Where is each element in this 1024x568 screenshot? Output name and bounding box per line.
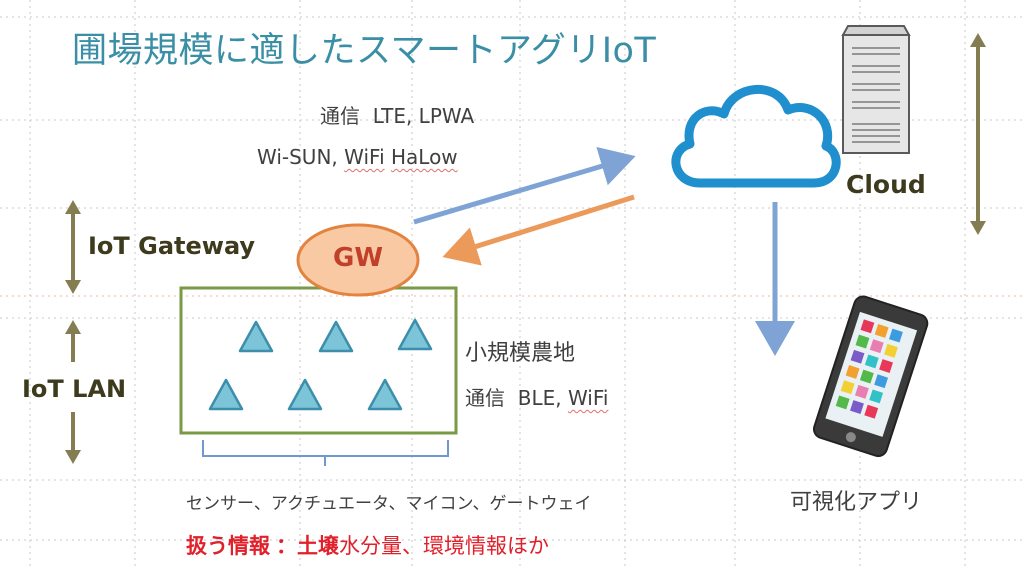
sensor-triangle-icon (208, 378, 244, 411)
app-label: 可視化アプリ (790, 490, 923, 515)
lan-comm-label: 通信 BLE, WiFi (465, 382, 608, 411)
devices-text: センサー、アクチュエータ、マイコン、ゲートウェイ (186, 494, 592, 514)
gateway-label: IoT Gateway (88, 232, 256, 260)
sensor-triangle-icon (367, 378, 403, 411)
sensor-triangle-icon (238, 320, 274, 353)
info-line: 扱う情報：土壌水分量、環境情報ほか (186, 530, 549, 560)
lan-comm-prefix: 通信 (465, 386, 505, 410)
smartphone-icon (812, 295, 929, 458)
info-rest: 水分量、環境情報ほか (339, 534, 549, 558)
wan-comm-label: 通信 LTE, LPWA (320, 100, 474, 129)
wan-comm-prefix: 通信 (320, 104, 360, 128)
sensor-triangle-icon (287, 378, 323, 411)
gateway-range-arrow (65, 200, 81, 294)
wan-comm-label-2: Wi-SUN, WiFi HaLow (257, 145, 458, 169)
field-label: 小規模農地 (465, 341, 576, 366)
device-brace (202, 440, 449, 466)
sensor-triangle-icon (318, 320, 354, 353)
gateway-text: GW (333, 243, 384, 273)
cloud-label: Cloud (846, 170, 926, 199)
sensor-triangle-icon (397, 318, 433, 351)
wan-comm-wisun: Wi-SUN, (257, 145, 345, 169)
downlink-arrow (442, 194, 635, 266)
wan-comm-halow: HaLow (390, 145, 458, 169)
page-title: 圃場規模に適したスマートアグリIoT (72, 31, 657, 71)
lan-label: IoT LAN (22, 375, 127, 403)
lan-range-arrow (65, 320, 81, 464)
uplink-arrow (413, 146, 636, 225)
wan-comm-wifi: WiFi (344, 145, 385, 169)
wan-comm-values: LTE, LPWA (372, 104, 475, 128)
lan-comm-wifi: WiFi (567, 386, 609, 410)
server-icon (841, 25, 911, 154)
gateway-ellipse (296, 223, 420, 297)
info-colon: ： (276, 534, 297, 558)
field-box (179, 286, 458, 435)
cloud-icon (671, 84, 841, 188)
cloud-range-arrow (970, 33, 986, 235)
lan-comm-ble: BLE, (517, 386, 568, 410)
info-label: 扱う情報 (186, 534, 270, 558)
info-red-part: 土壌 (297, 534, 339, 558)
